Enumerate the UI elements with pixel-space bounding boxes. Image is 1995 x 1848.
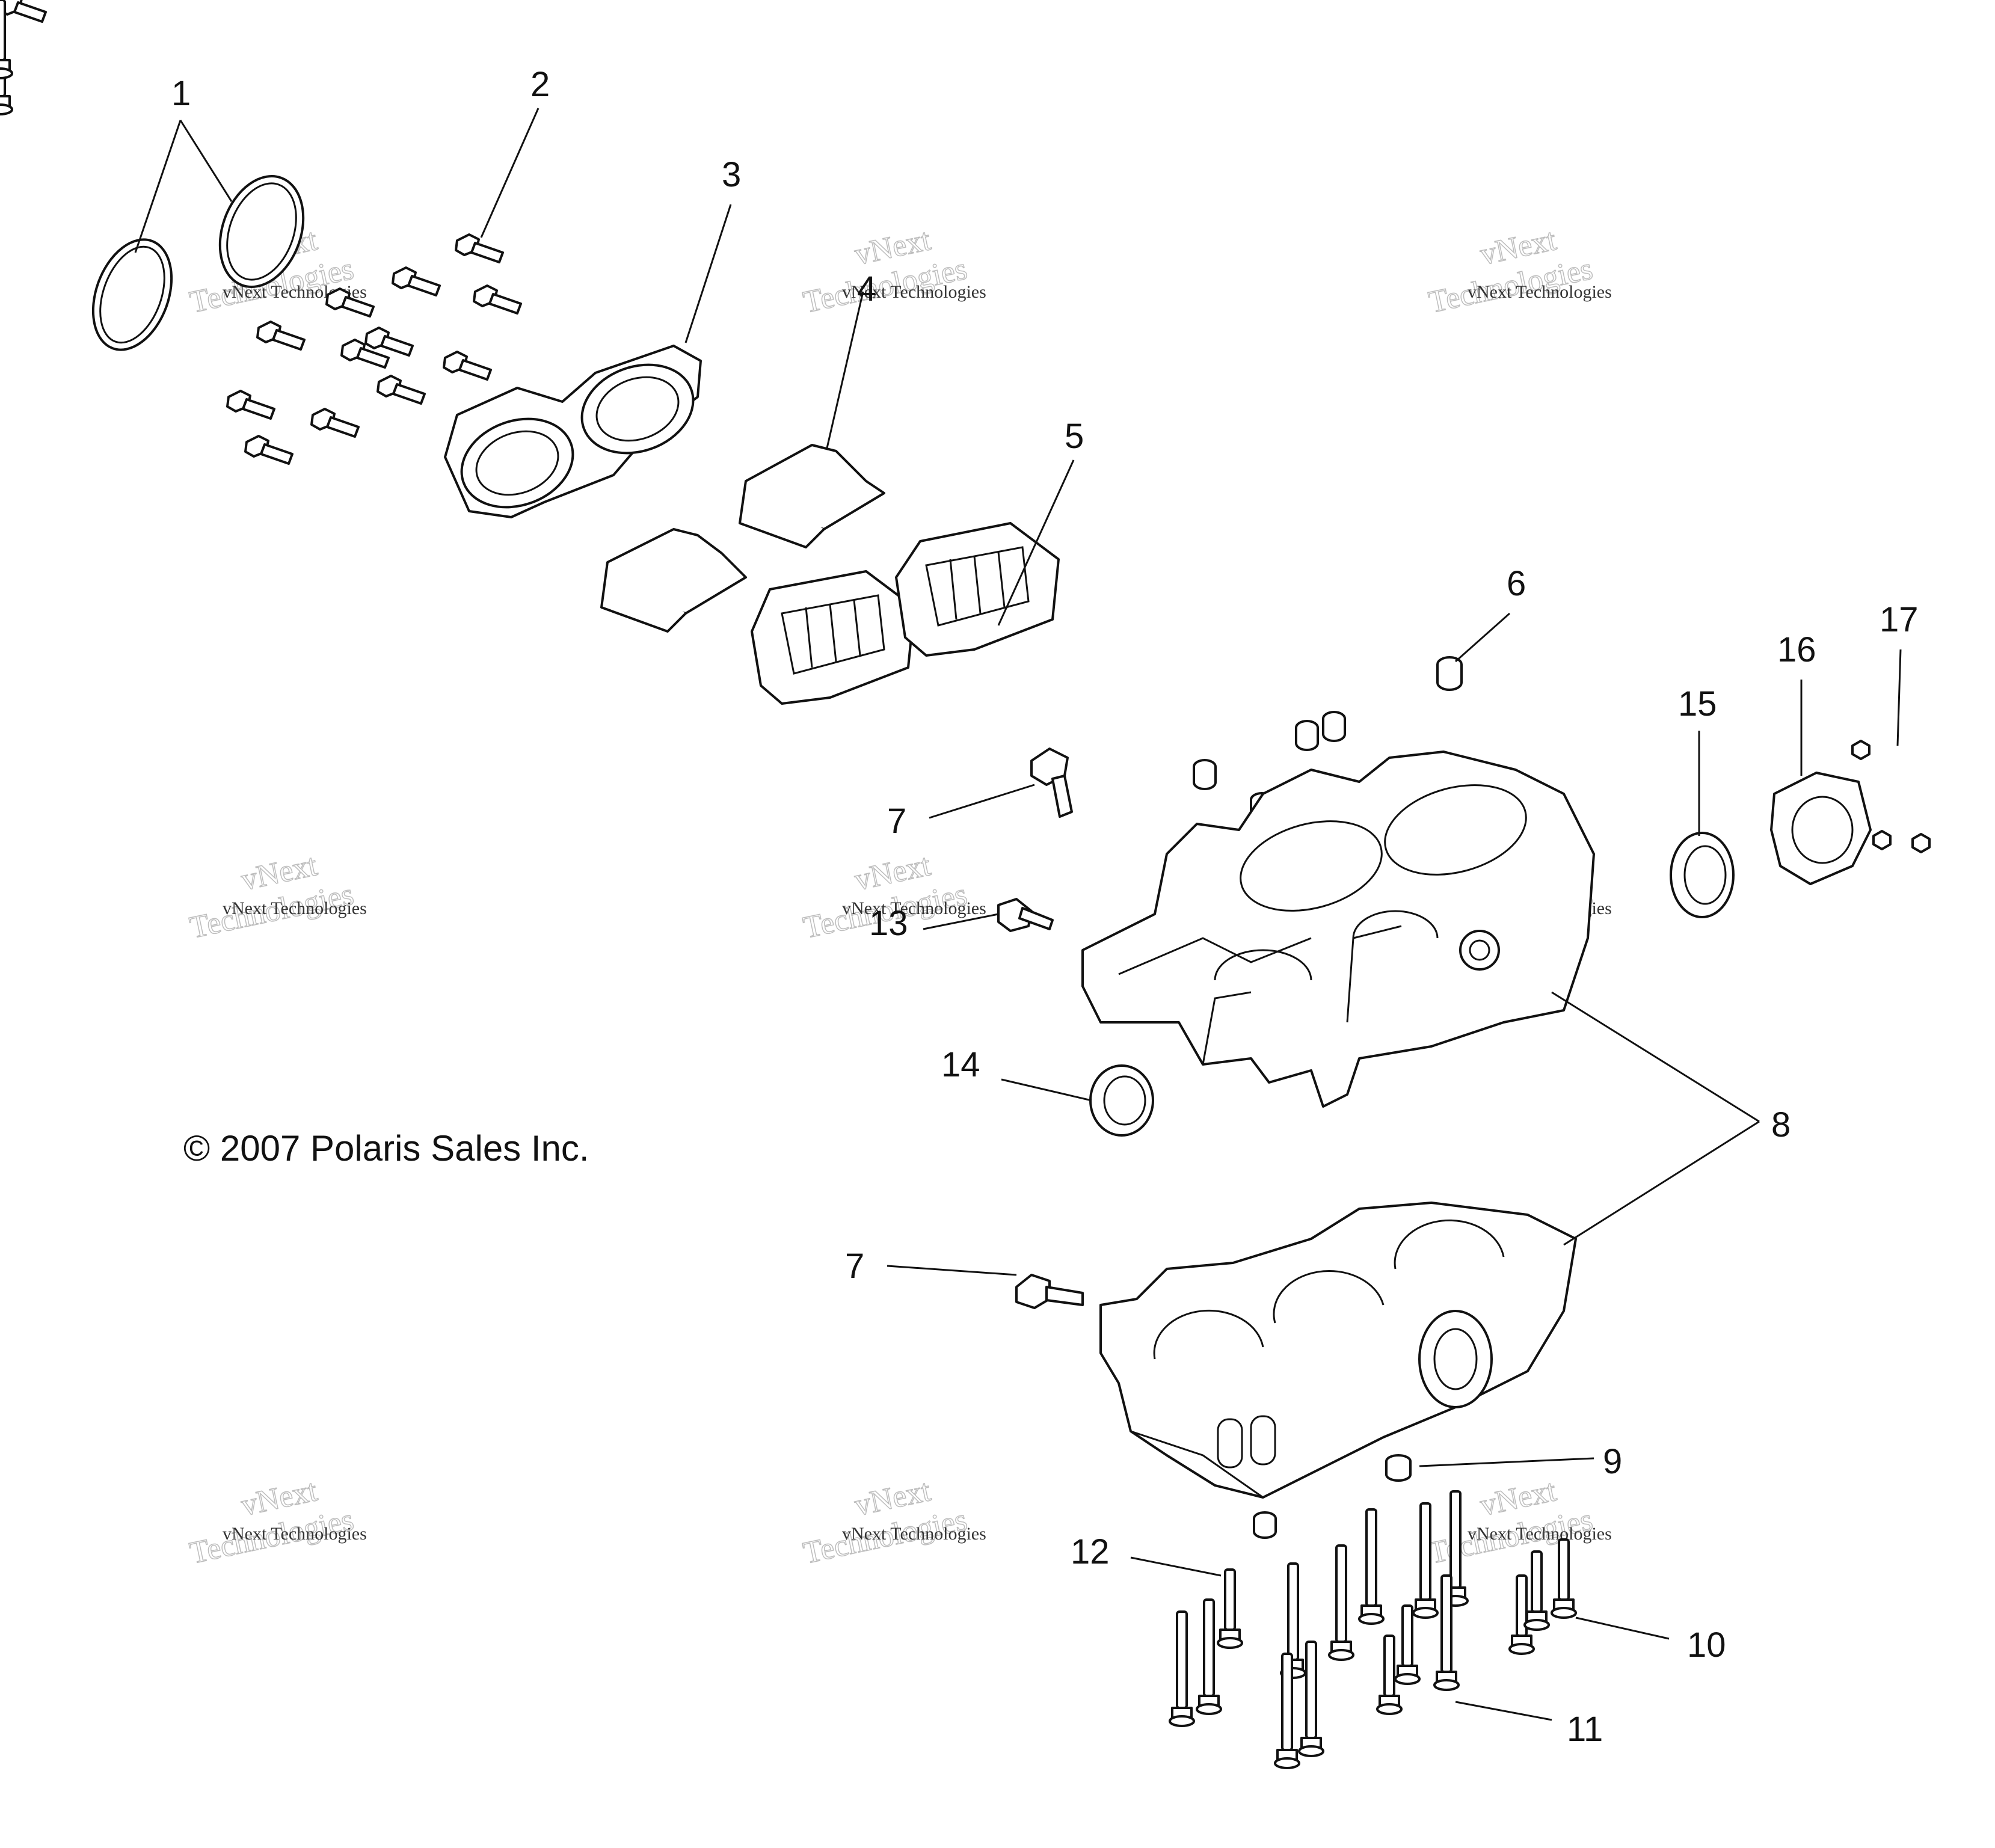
part-1-hose-clamps[interactable] — [79, 164, 318, 360]
watermark: Technologies vNext — [1425, 222, 1596, 320]
copyright-text: © 2007 Polaris Sales Inc. — [183, 1128, 589, 1168]
watermark-small-text: vNext Technologies — [1468, 1524, 1612, 1544]
callout-15: 15 — [1678, 684, 1717, 723]
callout-2: 2 — [530, 65, 550, 104]
part-14-seal[interactable] — [1089, 1064, 1154, 1137]
leader-lines — [134, 108, 1902, 1721]
callout-17: 17 — [1880, 600, 1919, 639]
watermark-small-text: vNext Technologies — [842, 1524, 986, 1544]
watermark-small-text: vNext Technologies — [842, 898, 986, 918]
callout-16: 16 — [1777, 630, 1816, 669]
part-8-lower-crankcase[interactable] — [1099, 1202, 1577, 1499]
part-7-fitting-upper[interactable] — [1030, 747, 1073, 818]
watermark-small-text: vNext Technologies — [223, 1524, 367, 1544]
callout-labels: 1 2 3 4 5 6 7 7 8 9 10 11 12 13 14 15 16… — [171, 65, 1919, 1749]
crankcase-bolts[interactable] — [0, 0, 1577, 1769]
callout-3: 3 — [722, 155, 741, 194]
callout-12: 12 — [1071, 1532, 1110, 1571]
watermark: Technologies vNext — [800, 222, 971, 320]
callout-1: 1 — [171, 74, 191, 113]
part-3-intake-flange[interactable] — [444, 345, 705, 522]
part-17-screws[interactable] — [1851, 740, 1931, 853]
callout-10: 10 — [1687, 1625, 1726, 1665]
part-15-seal[interactable] — [1670, 832, 1735, 918]
watermark-small-text: vNext Technologies — [223, 898, 367, 918]
part-13-screw[interactable] — [997, 898, 1054, 932]
part-6-plugs[interactable] — [1193, 656, 1463, 823]
callout-9: 9 — [1603, 1442, 1622, 1481]
watermark: Technologies vNext — [186, 1473, 357, 1571]
callout-14: 14 — [941, 1045, 980, 1084]
part-16-cover[interactable] — [1770, 772, 1872, 885]
callout-7-lower: 7 — [845, 1247, 864, 1286]
callout-8: 8 — [1771, 1105, 1791, 1144]
part-8-upper-crankcase[interactable] — [1081, 751, 1595, 1108]
watermark-small-text: vNext Technologies — [1468, 282, 1612, 302]
watermark: Technologies vNext — [800, 1473, 971, 1571]
part-5-reed-cages[interactable] — [751, 522, 1060, 705]
callout-4: 4 — [857, 269, 876, 309]
callout-13: 13 — [869, 904, 908, 943]
part-4-reed-stops[interactable] — [600, 444, 885, 633]
callout-5: 5 — [1065, 417, 1084, 456]
watermark-small-text: vNext Technologies — [842, 282, 986, 302]
part-9-plug[interactable] — [1253, 1454, 1412, 1539]
callout-6: 6 — [1507, 564, 1526, 603]
part-7-fitting-lower[interactable] — [1015, 1274, 1084, 1309]
watermark: Technologies vNext — [186, 847, 357, 945]
callout-11: 11 — [1567, 1710, 1603, 1749]
callout-7-upper: 7 — [887, 802, 906, 841]
